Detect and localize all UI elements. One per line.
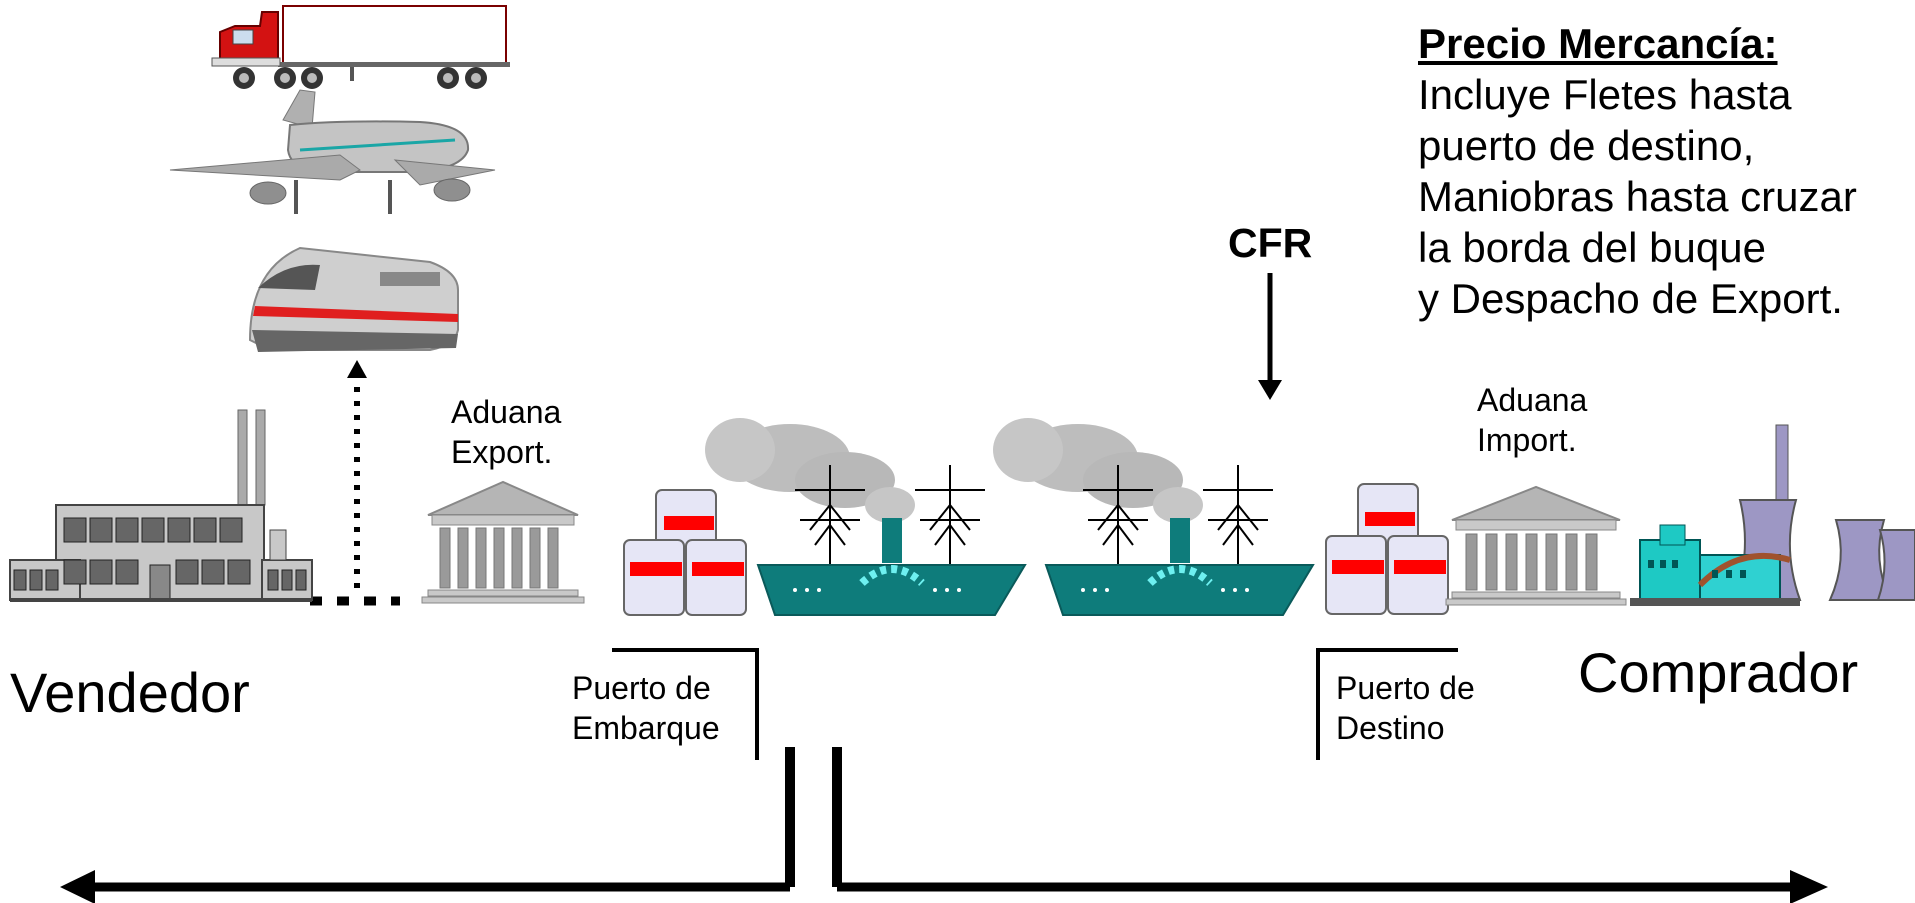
truck-icon bbox=[211, 5, 510, 89]
customs-building-icon bbox=[1445, 485, 1627, 606]
origin-port-label: Puerto de Embarque bbox=[572, 670, 720, 746]
price-line-3: Maniobras hasta cruzar bbox=[1418, 173, 1857, 220]
power-plant-icon bbox=[1630, 424, 1915, 606]
export-customs-label: Aduana Export. bbox=[451, 394, 562, 470]
price-line-5: y Despacho de Export. bbox=[1418, 275, 1843, 322]
buyer-label: Comprador bbox=[1578, 641, 1859, 704]
destination-port-bracket bbox=[1316, 648, 1458, 760]
price-line-4: la borda del buque bbox=[1418, 224, 1766, 271]
import-customs-label: Aduana Import. bbox=[1477, 382, 1588, 458]
airplane-icon bbox=[169, 89, 496, 214]
container-stack-icon bbox=[623, 489, 747, 616]
steamship-icon bbox=[705, 418, 1027, 616]
origin-port-bracket bbox=[612, 648, 759, 760]
factory-icon bbox=[9, 409, 313, 602]
customs-building-icon bbox=[421, 480, 585, 604]
train-icon bbox=[248, 246, 459, 352]
divider-pole-right bbox=[832, 747, 842, 887]
price-line-1: Incluye Fletes hasta bbox=[1418, 71, 1792, 118]
price-line-2: puerto de destino, bbox=[1418, 122, 1755, 169]
container-stack-icon bbox=[1325, 483, 1449, 615]
divider-pole-left bbox=[785, 747, 795, 887]
steamship-icon bbox=[993, 418, 1315, 616]
destination-port-label: Puerto de Destino bbox=[1336, 670, 1475, 746]
seller-label: Vendedor bbox=[10, 661, 250, 724]
price-info: Precio Mercancía: Incluye Fletes hasta p… bbox=[1418, 18, 1857, 324]
incoterm-label: CFR bbox=[1228, 220, 1313, 266]
price-title: Precio Mercancía: bbox=[1418, 20, 1778, 67]
